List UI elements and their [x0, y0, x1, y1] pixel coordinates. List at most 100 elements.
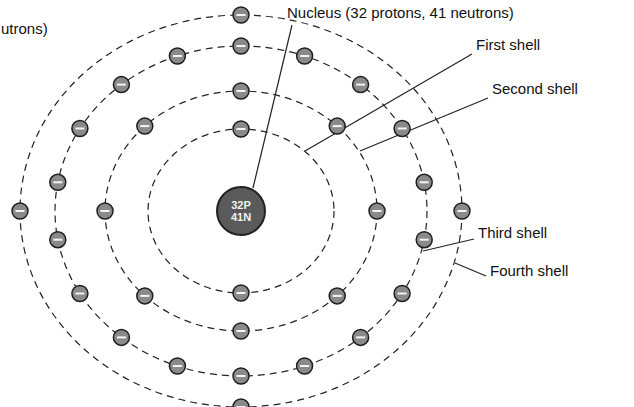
minus-sign	[356, 84, 365, 86]
electron	[329, 288, 345, 304]
minus-sign	[333, 295, 342, 297]
electron-body	[50, 232, 66, 248]
nucleus-circle: 32P41N	[216, 186, 266, 236]
electron-body	[72, 121, 88, 137]
shell-label: Third shell	[478, 224, 547, 242]
electron	[353, 329, 369, 345]
electron-body	[12, 203, 28, 219]
electron-body	[137, 118, 153, 134]
minus-sign	[16, 210, 25, 212]
electron-body	[169, 48, 185, 64]
electron	[113, 329, 129, 345]
electron	[329, 118, 345, 134]
electron-body	[97, 203, 113, 219]
minus-sign	[333, 125, 342, 127]
electron-body	[233, 399, 249, 407]
electron-body	[233, 38, 249, 54]
electron-body	[233, 7, 249, 23]
electron-body	[329, 288, 345, 304]
minus-sign	[117, 336, 126, 338]
nucleus-text: 41N	[231, 211, 251, 223]
shell-label: Fourth shell	[490, 262, 568, 280]
electron-body	[353, 329, 369, 345]
electron-body	[72, 286, 88, 302]
minus-sign	[173, 365, 182, 367]
nucleus-label: Nucleus (32 protons, 41 neutrons)	[287, 4, 514, 22]
minus-sign	[237, 292, 246, 294]
minus-sign	[140, 295, 149, 297]
minus-sign	[300, 55, 309, 57]
electron-body	[416, 232, 432, 248]
minus-sign	[458, 210, 467, 212]
minus-sign	[75, 128, 84, 130]
minus-sign	[53, 181, 62, 183]
electron	[50, 174, 66, 190]
electron	[454, 203, 470, 219]
electron-body	[113, 77, 129, 93]
electron-body	[233, 285, 249, 301]
minus-sign	[75, 293, 84, 295]
minus-sign	[237, 45, 246, 47]
electron	[50, 232, 66, 248]
electron	[137, 118, 153, 134]
electron-body	[369, 203, 385, 219]
shell-label: Second shell	[492, 80, 578, 98]
electron	[297, 358, 313, 374]
electron	[169, 358, 185, 374]
electron-body	[416, 174, 432, 190]
electron-body	[137, 288, 153, 304]
electron	[97, 203, 113, 219]
electron-body	[113, 329, 129, 345]
electron	[12, 203, 28, 219]
nucleus-text: 32P	[231, 199, 251, 211]
electron	[113, 77, 129, 93]
minus-sign	[398, 293, 407, 295]
minus-sign	[237, 330, 246, 332]
cropped-label: utrons)	[1, 20, 48, 38]
electron	[233, 399, 249, 407]
electron	[233, 323, 249, 339]
electron	[169, 48, 185, 64]
leader-line	[455, 263, 486, 276]
minus-sign	[420, 239, 429, 241]
electron	[369, 203, 385, 219]
electron	[137, 288, 153, 304]
electron	[233, 7, 249, 23]
minus-sign	[140, 125, 149, 127]
electron	[233, 285, 249, 301]
electron	[394, 286, 410, 302]
minus-sign	[53, 239, 62, 241]
electron-body	[233, 83, 249, 99]
second-shell-orbit	[105, 91, 377, 331]
electron-body	[329, 118, 345, 134]
electron-body	[50, 174, 66, 190]
leader-line	[253, 25, 292, 188]
electron-body	[297, 48, 313, 64]
leader-line	[305, 54, 472, 151]
minus-sign	[237, 375, 246, 377]
electron	[353, 77, 369, 93]
electron-body	[353, 77, 369, 93]
electron	[233, 38, 249, 54]
minus-sign	[173, 55, 182, 57]
minus-sign	[237, 90, 246, 92]
electron-body	[394, 286, 410, 302]
electron	[394, 121, 410, 137]
electron	[297, 48, 313, 64]
electron	[233, 368, 249, 384]
electron	[72, 121, 88, 137]
electron-body	[394, 121, 410, 137]
electron	[416, 174, 432, 190]
electron	[72, 286, 88, 302]
minus-sign	[237, 128, 246, 130]
electron-body	[169, 358, 185, 374]
minus-sign	[101, 210, 110, 212]
electron	[416, 232, 432, 248]
electron	[233, 83, 249, 99]
minus-sign	[300, 365, 309, 367]
electron	[233, 121, 249, 137]
shell-label: First shell	[476, 36, 540, 54]
minus-sign	[117, 84, 126, 86]
third-shell-orbit	[55, 46, 427, 376]
first-shell-orbit	[148, 129, 334, 293]
